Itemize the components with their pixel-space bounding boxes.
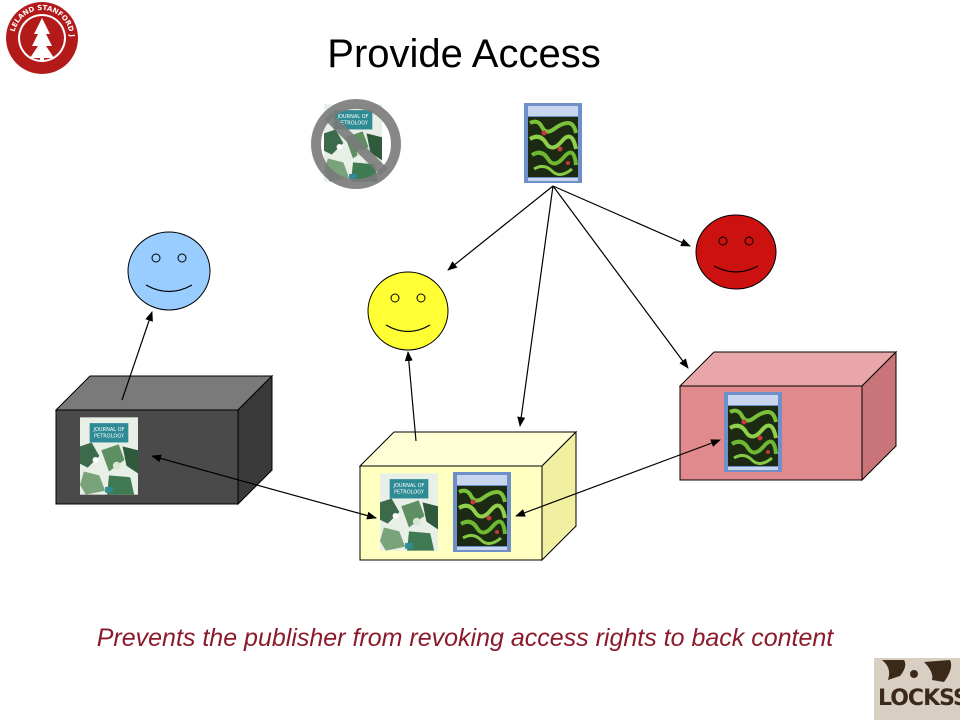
dark-cache-box xyxy=(54,374,274,506)
arrow-dark-box-to-blue-face xyxy=(121,311,153,401)
yellow-box-petrology-journal xyxy=(380,473,438,551)
arrow-yellow-box-to-yellow-face xyxy=(404,351,417,442)
lockss-logo-text: LOCKSS xyxy=(878,686,960,711)
arrow-yellow-to-pink-journal xyxy=(515,439,721,517)
yellow-user-face-icon xyxy=(367,271,449,351)
yellow-cache-box xyxy=(358,430,578,562)
pink-cache-box xyxy=(678,350,898,482)
lockss-logo: LOCKSS xyxy=(874,658,960,720)
arrow-publisher-to-yellow-box xyxy=(517,185,554,427)
caption-text: Prevents the publisher from revoking acc… xyxy=(96,624,834,652)
yellow-box-physiology-journal xyxy=(453,472,511,552)
revoked-petrology-journal xyxy=(311,99,401,189)
no-access-icon xyxy=(311,99,401,189)
red-user-face-icon xyxy=(695,214,777,290)
access-arrows xyxy=(121,185,721,520)
arrow-publisher-to-pink-box xyxy=(552,185,689,369)
pink-box-physiology-journal xyxy=(724,392,782,472)
slide-title: Provide Access xyxy=(327,32,601,76)
arrow-publisher-to-red-face xyxy=(552,185,691,247)
dark-box-petrology-journal xyxy=(80,417,138,495)
blue-user-face-icon xyxy=(127,231,211,311)
stanford-seal-logo: LELAND STANFORD JR xyxy=(1,0,80,76)
arrow-publisher-to-yellow-face xyxy=(447,185,554,271)
publisher-physiology-journal xyxy=(524,103,582,183)
arrow-dark-to-yellow-journal xyxy=(151,454,377,520)
